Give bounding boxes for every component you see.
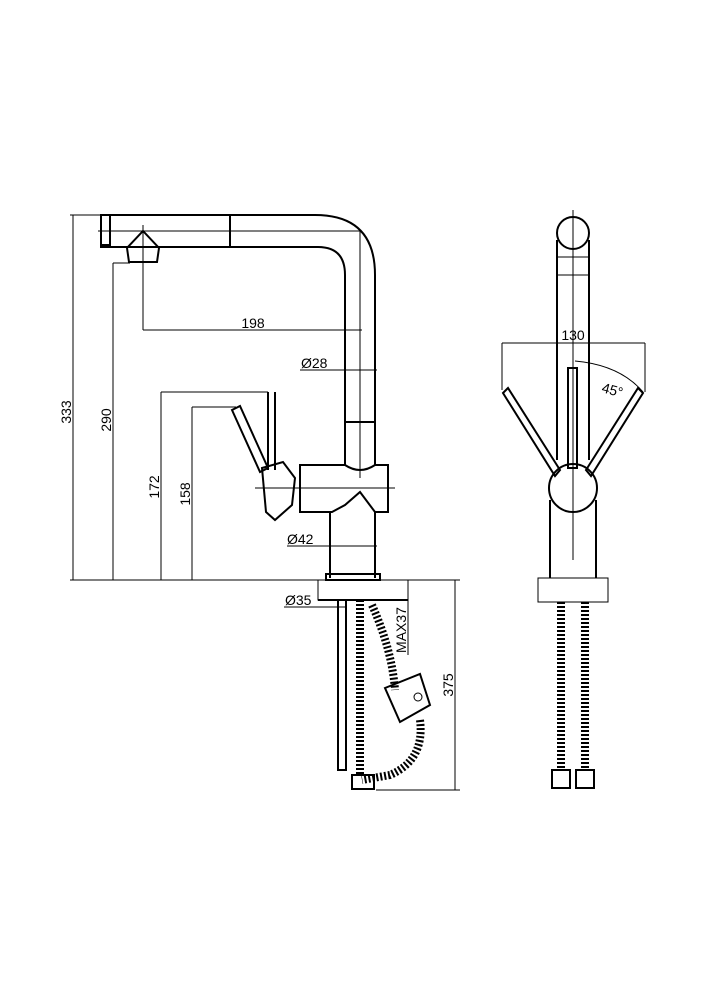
- dimensions-side: [70, 214, 460, 791]
- lever-right-position: [584, 386, 645, 478]
- front-connector-1: [551, 769, 571, 789]
- front-hoses: [557, 602, 589, 770]
- base-flange: [325, 573, 381, 581]
- front-view: 130 45°: [501, 210, 646, 789]
- dim-172: 172: [146, 475, 162, 499]
- front-lever: [567, 367, 578, 469]
- dim-45deg: 45°: [600, 379, 625, 400]
- hose-weight: [383, 672, 432, 724]
- front-connector-2: [575, 769, 595, 789]
- dim-333: 333: [58, 400, 74, 424]
- dim-290: 290: [98, 408, 114, 432]
- front-worktop: [537, 577, 609, 603]
- spout: [100, 214, 376, 465]
- dim-d28: Ø28: [301, 355, 328, 371]
- dim-130: 130: [561, 327, 585, 343]
- weight-screw-icon: [413, 692, 423, 702]
- rigid-pipe: [337, 599, 347, 771]
- base-column: [329, 512, 376, 578]
- dim-158: 158: [177, 482, 193, 506]
- front-mixer-ball: [548, 463, 598, 513]
- lever-handle: [230, 404, 270, 474]
- dim-198: 198: [241, 315, 265, 331]
- hose-connector: [351, 774, 375, 790]
- dim-max37: MAX37: [393, 607, 409, 653]
- lever-left-position: [501, 386, 562, 478]
- aerator: [125, 229, 161, 263]
- mixer-body: [299, 464, 389, 513]
- dim-d35: Ø35: [285, 592, 312, 608]
- spray-head-end: [100, 214, 111, 246]
- hose-2: [361, 603, 425, 784]
- worktop: [317, 579, 409, 601]
- dim-375: 375: [440, 673, 456, 697]
- front-spout: [556, 240, 590, 460]
- angle-arc: [574, 360, 644, 393]
- lever-cartridge: [260, 460, 297, 522]
- dim-d42: Ø42: [287, 531, 314, 547]
- front-base: [549, 500, 597, 578]
- side-view: 333 290 172 158 198 Ø28 Ø42 Ø35 MAX37 37…: [58, 214, 460, 791]
